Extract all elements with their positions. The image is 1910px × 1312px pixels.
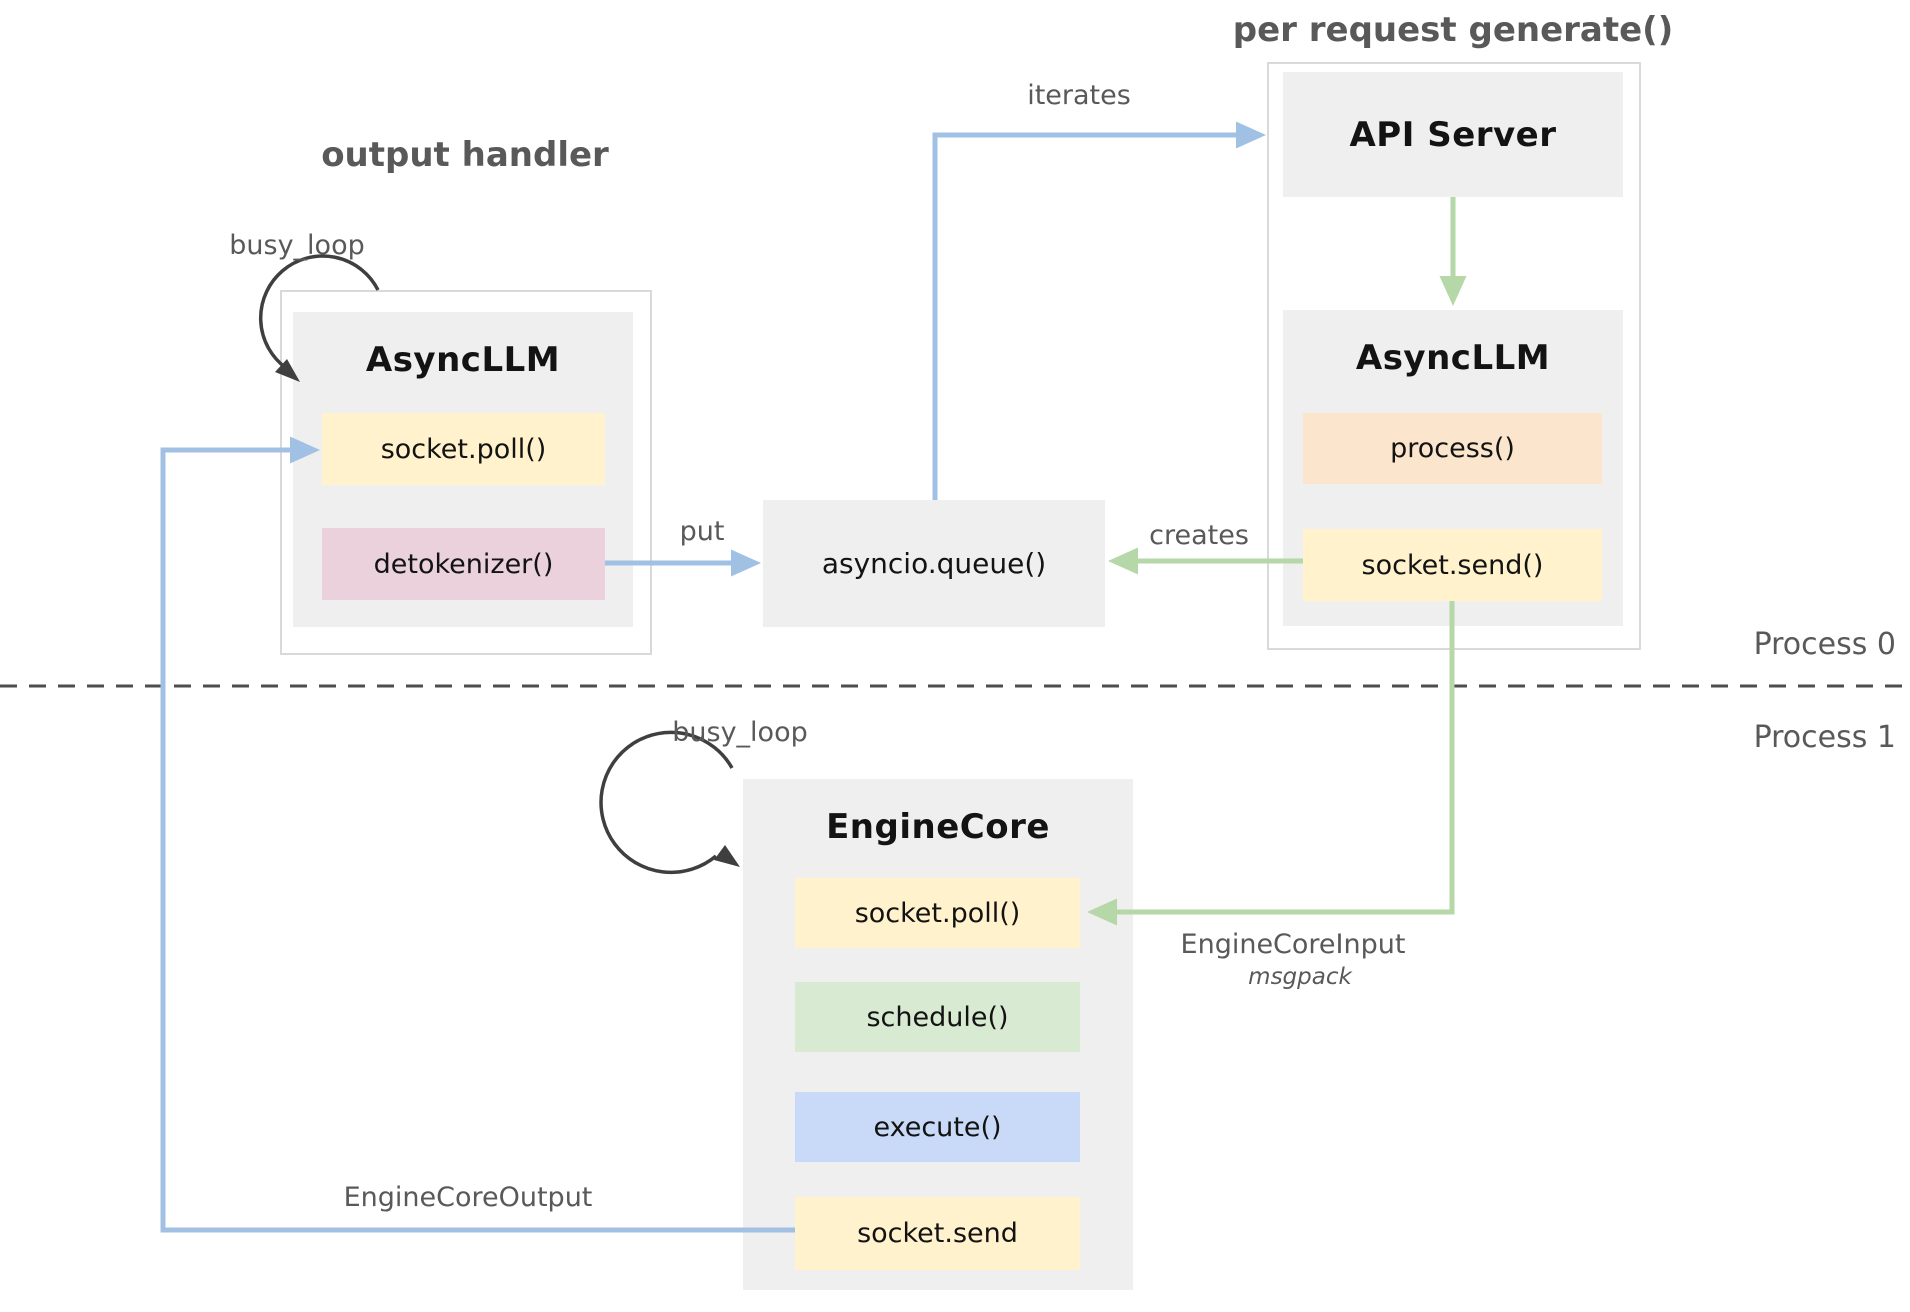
method-socket-poll-output: socket.poll() xyxy=(322,413,605,485)
method-schedule: schedule() xyxy=(795,982,1080,1052)
iterates-arrow-line xyxy=(932,132,1238,500)
busy-loop-top-label: busy_loop xyxy=(229,230,365,261)
busy-loop-bottom-arrowhead xyxy=(714,845,740,867)
per-request-generate-title: per request generate() xyxy=(1232,10,1674,50)
output-handler-title: output handler xyxy=(321,135,609,175)
async-llm-output-title: AsyncLLM xyxy=(365,340,561,380)
asyncio-queue-node: asyncio.queue() xyxy=(763,500,1105,627)
process-1-label: Process 1 xyxy=(1753,720,1896,755)
engine-core-input-label: EngineCoreInput xyxy=(1180,929,1406,960)
method-execute: execute() xyxy=(795,1092,1080,1162)
process-0-label: Process 0 xyxy=(1753,627,1896,662)
engine-core-output-label: EngineCoreOutput xyxy=(343,1182,593,1213)
busy-loop-bottom-label: busy_loop xyxy=(672,717,808,748)
method-socket-poll-engine: socket.poll() xyxy=(795,878,1080,948)
method-detokenizer: detokenizer() xyxy=(322,528,605,600)
iterates-arrowhead xyxy=(1236,121,1266,149)
iterates-label: iterates xyxy=(1027,80,1131,111)
method-process: process() xyxy=(1303,413,1602,484)
engine-core-title: EngineCore xyxy=(826,807,1050,847)
creates-arrowhead xyxy=(1108,547,1138,575)
method-socket-send-engine: socket.send xyxy=(795,1197,1080,1270)
put-label: put xyxy=(679,516,725,547)
creates-label: creates xyxy=(1149,520,1249,551)
api-server-title: API Server xyxy=(1349,114,1557,155)
method-socket-send-request: socket.send() xyxy=(1303,529,1602,601)
msgpack-label: msgpack xyxy=(1248,964,1352,990)
put-arrowhead xyxy=(731,549,761,577)
api-server-node: API Server xyxy=(1283,72,1623,197)
async-llm-request-title: AsyncLLM xyxy=(1355,338,1551,378)
busy-loop-bottom-arc xyxy=(599,730,734,875)
